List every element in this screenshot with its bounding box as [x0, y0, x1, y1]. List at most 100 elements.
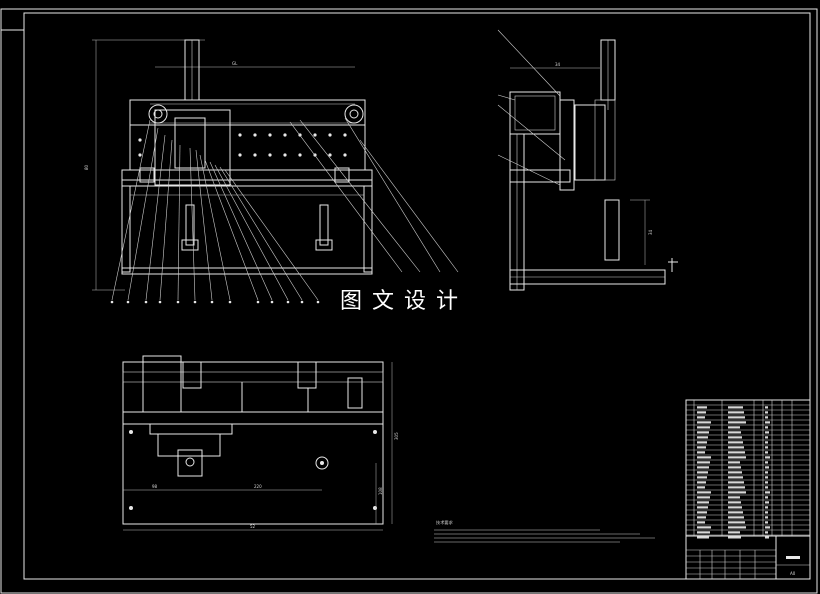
parts-cell-text [765, 471, 768, 474]
parts-cell-text [765, 406, 768, 409]
parts-cell-text [765, 451, 768, 454]
parts-cell-text [765, 496, 768, 499]
tech-notes-title: 技术要求 [436, 519, 454, 526]
plan-bottom-dim: 52 [250, 524, 256, 529]
parts-cell-text [765, 516, 768, 519]
parts-cell-text [697, 526, 711, 529]
parts-cell-text [765, 416, 768, 419]
parts-list-cells [697, 406, 770, 539]
parts-list [685, 399, 811, 537]
parts-cell-text [728, 416, 745, 419]
parts-cell-text [697, 436, 708, 439]
front-height-dim: 80 [84, 164, 89, 170]
plan-right-dim-a: 305 [394, 432, 399, 440]
watermark-text: 图文设计 [340, 289, 468, 314]
parts-cell-text [728, 446, 744, 449]
parts-cell-text [765, 531, 768, 534]
parts-cell-text [697, 476, 707, 479]
parts-list-rows [686, 404, 810, 536]
parts-cell-text [728, 501, 741, 504]
parts-cell-text [697, 461, 710, 464]
parts-cell-text [765, 436, 768, 439]
parts-cell-text [728, 451, 745, 454]
parts-cell-text [728, 496, 740, 499]
parts-cell-text [697, 506, 708, 509]
side-view: 34 34 [497, 29, 678, 291]
parts-cell-text [697, 491, 711, 494]
parts-cell-text [728, 431, 741, 434]
parts-cell-text [697, 456, 711, 459]
parts-cell-text [697, 501, 709, 504]
parts-cell-text [728, 471, 742, 474]
parts-cell-text [728, 406, 743, 409]
parts-cell-text [765, 466, 769, 469]
parts-cell-text [697, 451, 705, 454]
parts-cell-text [697, 471, 708, 474]
parts-cell-text [697, 431, 709, 434]
tech-notes: 技术要求 [434, 519, 655, 543]
parts-cell-text [765, 481, 768, 484]
parts-cell-text [728, 466, 741, 469]
parts-cell-text [697, 481, 706, 484]
parts-cell-text [765, 511, 768, 514]
parts-cell-text [765, 506, 768, 509]
parts-cell-text [728, 481, 744, 484]
parts-cell-text [728, 441, 743, 444]
title-block: A0 [685, 535, 811, 580]
parts-cell-text [697, 441, 707, 444]
parts-cell-text [697, 536, 709, 539]
parts-cell-text [728, 411, 744, 414]
plan-view: 98 220 52 305 108 [122, 355, 399, 531]
parts-cell-text [728, 456, 746, 459]
parts-cell-text [728, 476, 743, 479]
parts-cell-text [697, 466, 709, 469]
parts-cell-text [765, 456, 770, 459]
parts-cell-text [765, 536, 769, 539]
parts-cell-text [728, 426, 740, 429]
parts-cell-text [728, 531, 740, 534]
parts-cell-text [697, 411, 706, 414]
parts-cell-text [765, 501, 769, 504]
title-block-code: A0 [790, 571, 796, 576]
parts-cell-text [728, 526, 746, 529]
parts-cell-text [765, 476, 768, 479]
parts-cell-text [765, 491, 770, 494]
parts-cell-text [697, 516, 706, 519]
side-top-dim: 34 [555, 62, 561, 67]
parts-cell-text [697, 511, 707, 514]
parts-cell-text [697, 496, 710, 499]
parts-cell-text [728, 521, 745, 524]
parts-cell-text [765, 446, 768, 449]
parts-cell-text [697, 446, 706, 449]
parts-cell-text [765, 411, 768, 414]
parts-cell-text [728, 536, 741, 539]
parts-cell-text [765, 521, 768, 524]
parts-cell-text [765, 426, 768, 429]
outer-frame [0, 8, 818, 594]
parts-cell-text [697, 521, 705, 524]
parts-cell-text [697, 486, 705, 489]
parts-cell-text [697, 416, 705, 419]
side-height-dim: 34 [648, 229, 653, 235]
parts-cell-text [765, 421, 770, 424]
plan-right-dim-b: 108 [378, 487, 383, 495]
parts-cell-text [765, 486, 768, 489]
front-width-dim: GL [232, 61, 238, 66]
plan-mid-dim: 220 [254, 484, 262, 489]
parts-cell-text [728, 461, 740, 464]
front-view: 80 GL [84, 39, 459, 304]
parts-cell-text [765, 441, 768, 444]
parts-cell-text [697, 426, 710, 429]
parts-cell-text [765, 526, 770, 529]
parts-cell-text [728, 506, 742, 509]
parts-cell-text [765, 461, 768, 464]
parts-cell-text [697, 406, 707, 409]
parts-cell-text [728, 491, 746, 494]
parts-cell-text [765, 431, 769, 434]
parts-cell-text [728, 421, 746, 424]
parts-cell-text [697, 421, 711, 424]
plan-left-dim: 98 [152, 484, 158, 489]
parts-cell-text [728, 436, 742, 439]
